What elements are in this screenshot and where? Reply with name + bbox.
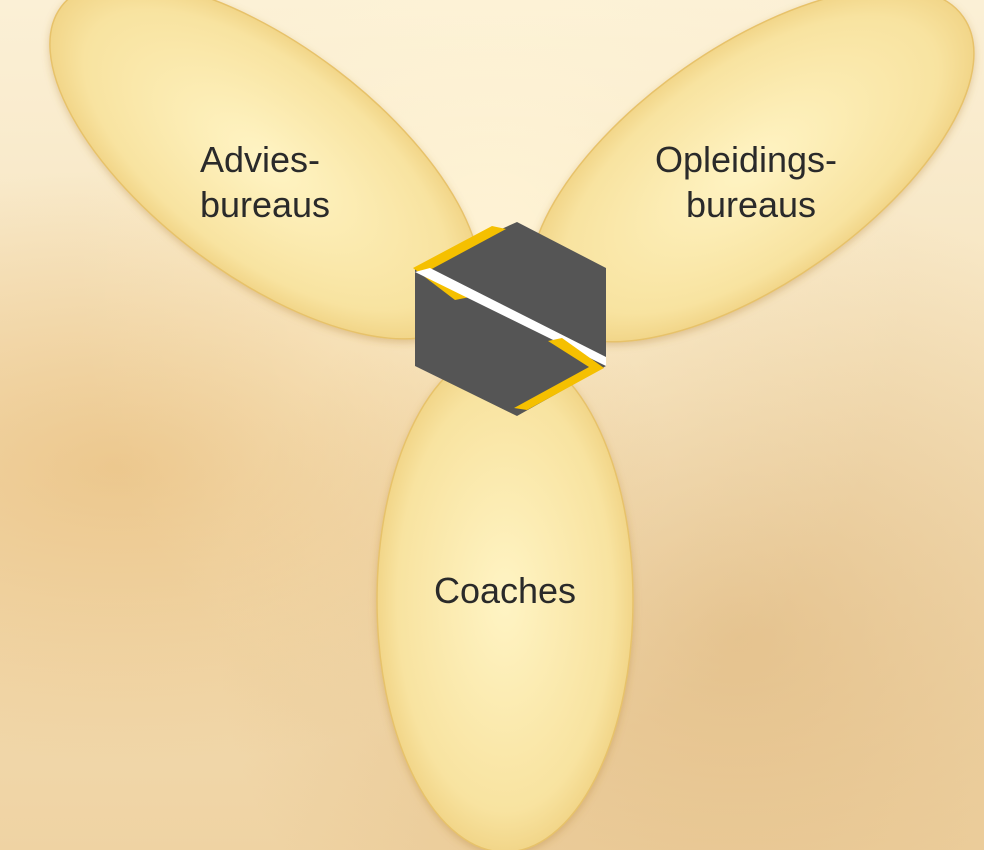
petal-label-coaches-line-1: Coaches xyxy=(434,570,576,611)
logo-accent-bottom xyxy=(514,338,604,410)
petal-label-advies-line-1: Advies- xyxy=(200,139,320,180)
petal-label-advies-line-2: bureaus xyxy=(200,184,330,225)
petal-label-opleidings: Opleidings- bureaus xyxy=(655,139,847,225)
petal-label-opleidings-line-2: bureaus xyxy=(686,184,816,225)
petal-label-opleidings-line-1: Opleidings- xyxy=(655,139,837,180)
hexagon-s-logo-icon xyxy=(413,222,606,416)
petal-label-coaches: Coaches xyxy=(434,570,576,611)
petal-label-advies: Advies- bureaus xyxy=(200,139,330,225)
